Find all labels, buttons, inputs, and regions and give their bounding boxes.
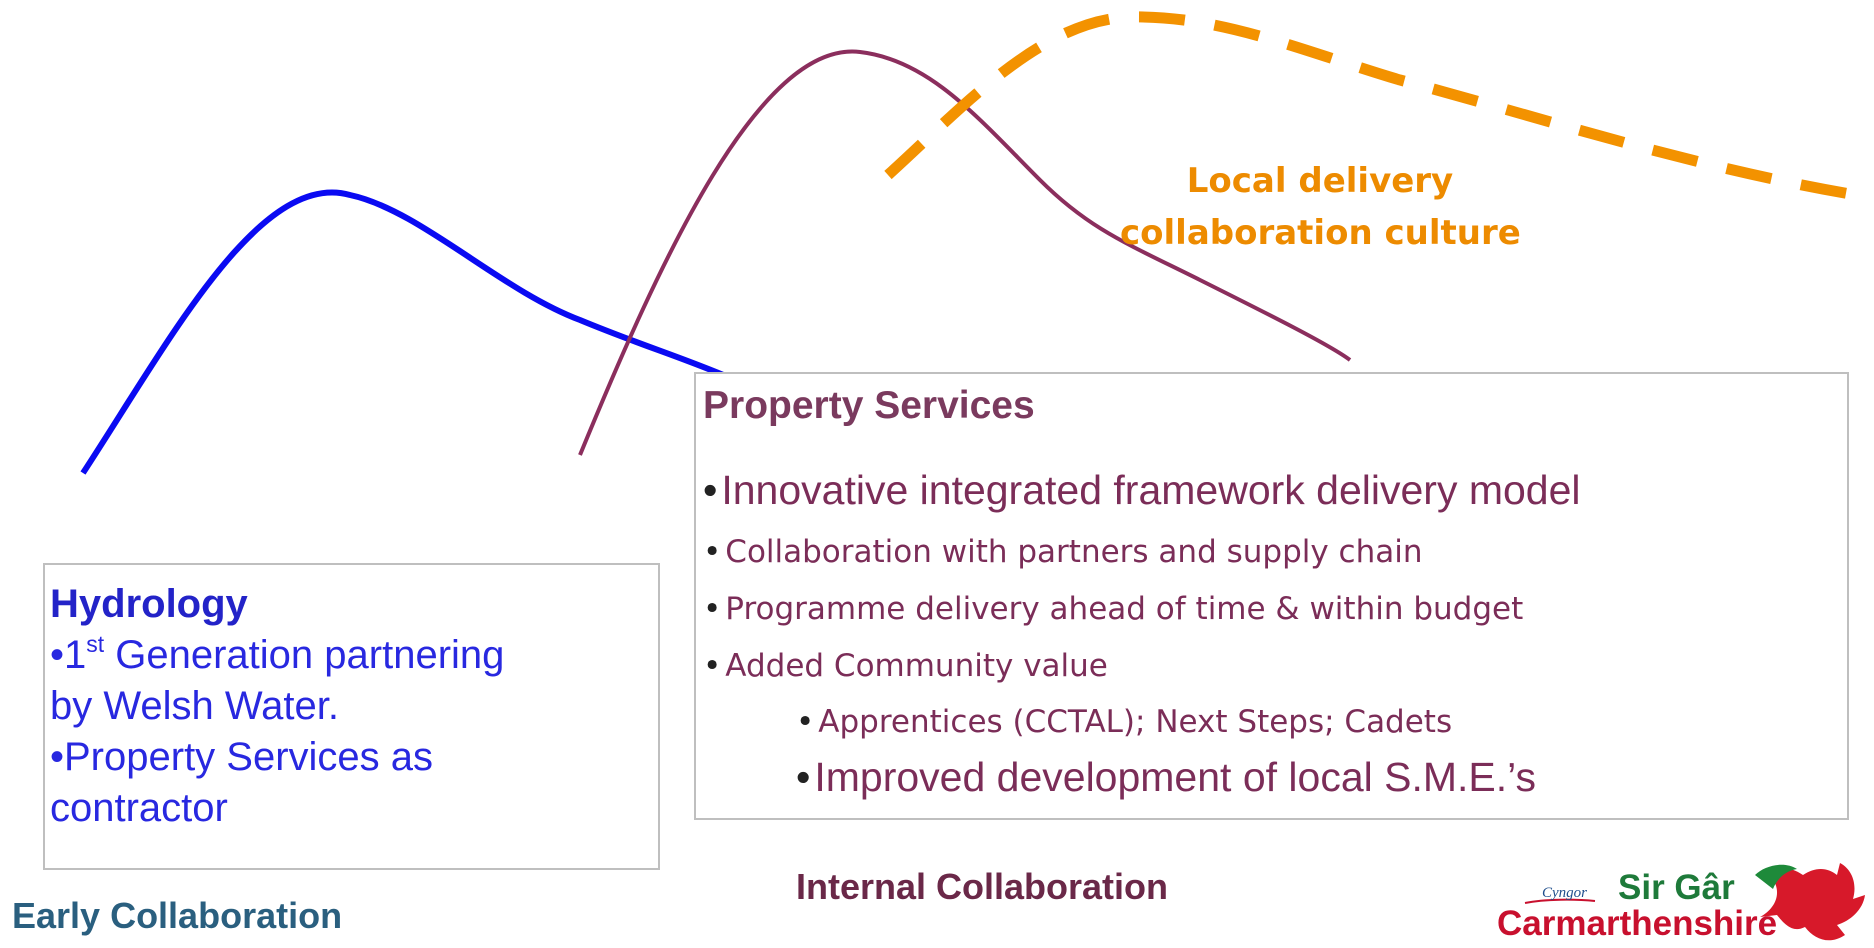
logo-cyngor-text: Cyngor bbox=[1542, 885, 1587, 901]
logo-sirgar-text: Sir Gâr bbox=[1618, 868, 1735, 907]
property-item-1: •Innovative integrated framework deliver… bbox=[703, 467, 1581, 514]
property-subitem-1: •Apprentices (CCTAL); Next Steps; Cadets bbox=[796, 704, 1452, 740]
property-subitem-2: •Improved development of local S.M.E.’s bbox=[796, 754, 1536, 801]
property-subitem-1-text: Apprentices (CCTAL); Next Steps; Cadets bbox=[818, 704, 1453, 740]
hydrology-box: Hydrology •1st Generation partnering by … bbox=[43, 563, 660, 870]
hydrology-item-1-sup: st bbox=[86, 631, 105, 657]
bullet-icon: • bbox=[703, 467, 718, 513]
hydrology-item-2: •Property Services as bbox=[50, 735, 434, 779]
hydrology-title: Hydrology bbox=[50, 582, 248, 626]
carmarthenshire-logo: Cyngor Sir Gâr Carmarthenshire bbox=[1485, 855, 1870, 948]
property-services-box: Property Services •Innovative integrated… bbox=[694, 372, 1849, 820]
property-item-1-text: Innovative integrated framework delivery… bbox=[721, 467, 1581, 513]
property-subitem-2-text: Improved development of local S.M.E.’s bbox=[814, 754, 1537, 800]
bullet-icon: • bbox=[703, 648, 722, 684]
property-item-2: •Collaboration with partners and supply … bbox=[703, 534, 1423, 570]
property-services-title: Property Services bbox=[703, 384, 1035, 427]
bullet-icon: • bbox=[796, 754, 811, 800]
local-delivery-culture-label: Local delivery collaboration culture bbox=[1120, 155, 1521, 259]
internal-collaboration-curve bbox=[578, 49, 1352, 456]
dragon-icon bbox=[1524, 863, 1865, 941]
early-collaboration-curve bbox=[80, 189, 737, 475]
bullet-icon: • bbox=[703, 534, 722, 570]
logo-carmarthenshire-text: Carmarthenshire bbox=[1497, 904, 1778, 943]
property-item-4-text: Added Community value bbox=[725, 648, 1108, 684]
property-item-2-text: Collaboration with partners and supply c… bbox=[725, 534, 1423, 570]
hydrology-item-1-text: Generation partnering bbox=[104, 633, 505, 677]
hydrology-item-1: •1st Generation partnering bbox=[50, 630, 658, 681]
bullet-icon: • bbox=[703, 591, 722, 627]
culture-label-line1: Local delivery bbox=[1186, 161, 1454, 201]
early-collaboration-label: Early Collaboration bbox=[12, 895, 343, 936]
bullet-icon: • bbox=[796, 704, 815, 740]
hydrology-item-1-line2: by Welsh Water. bbox=[50, 684, 339, 728]
property-item-3: •Programme delivery ahead of time & with… bbox=[703, 591, 1523, 627]
culture-label-line2: collaboration culture bbox=[1120, 213, 1521, 253]
internal-collaboration-label: Internal Collaboration bbox=[796, 866, 1169, 907]
property-item-4: •Added Community value bbox=[703, 648, 1108, 684]
hydrology-item-2-line2: contractor bbox=[50, 786, 228, 830]
local-delivery-curve bbox=[884, 11, 1874, 204]
hydrology-item-1-prefix: •1 bbox=[50, 633, 87, 677]
property-item-3-text: Programme delivery ahead of time & withi… bbox=[725, 591, 1524, 627]
